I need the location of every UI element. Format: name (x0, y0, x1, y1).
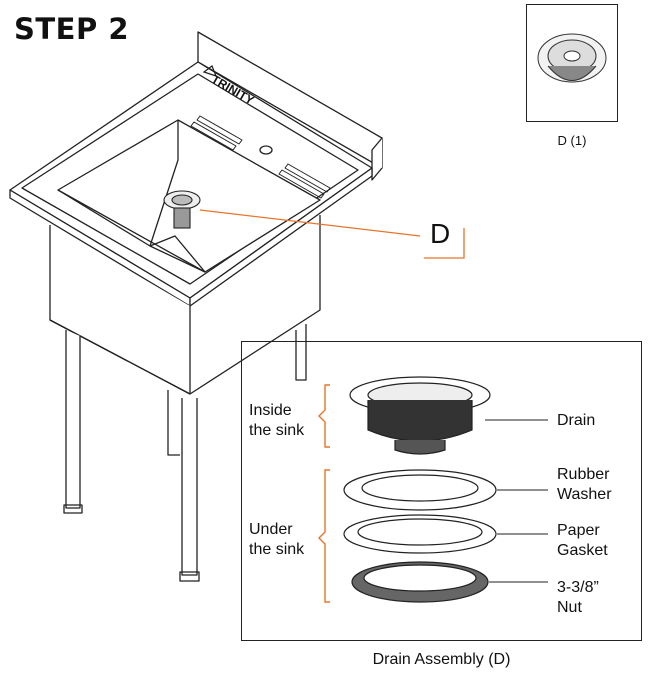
detail-caption: Drain Assembly (D) (372, 651, 511, 668)
thumbnail-caption: D (1) (557, 133, 587, 148)
part-label-drain: Drain (557, 412, 596, 429)
group-label-under: Under the sink (249, 521, 305, 558)
step-title: STEP 2 (14, 12, 130, 46)
drain-assembly-detail (241, 341, 642, 641)
part-label-nut: 3-3/8” Nut (557, 579, 599, 616)
drain-thumbnail (526, 4, 618, 122)
part-label-paper-gasket: Paper Gasket (557, 522, 608, 559)
part-label-rubber-washer: Rubber Washer (557, 466, 612, 503)
group-label-inside: Inside the sink (249, 402, 305, 439)
callout-letter-d: D (430, 218, 451, 249)
